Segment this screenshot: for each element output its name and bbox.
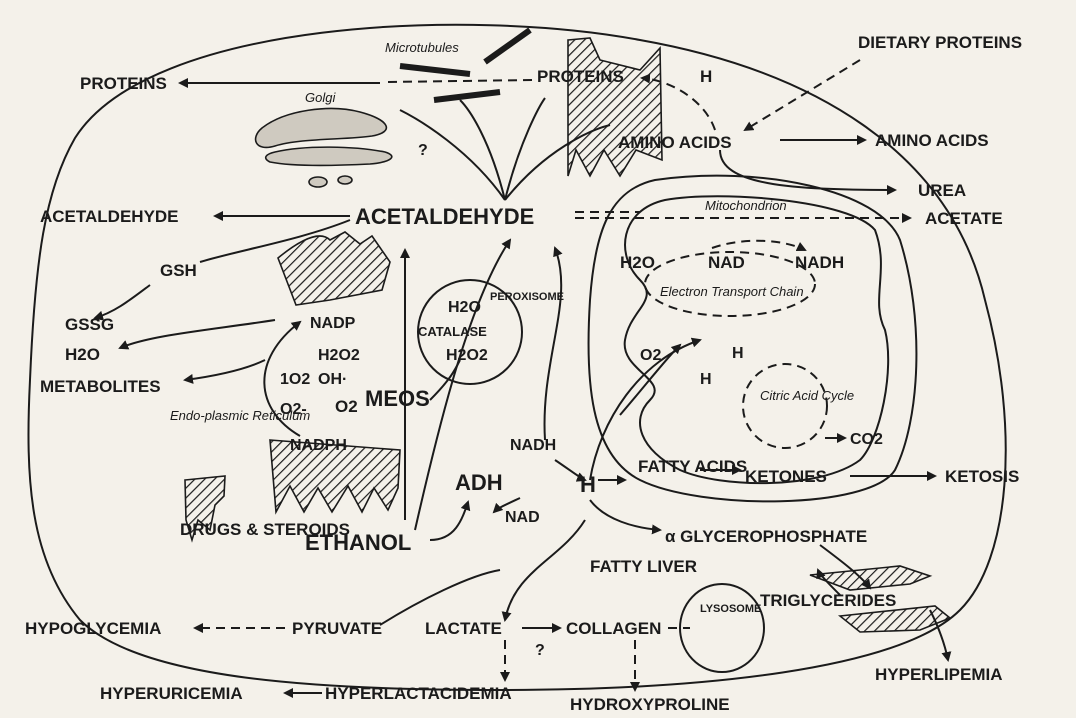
er-top xyxy=(568,38,662,176)
label-acetate: ACETATE xyxy=(925,209,1003,228)
label-o2-meos: O2 xyxy=(335,397,358,416)
arrow-dietary xyxy=(745,60,860,130)
label-acetaldehyde-out: ACETALDEHYDE xyxy=(40,207,179,226)
mitochondrion-inner xyxy=(625,196,889,483)
label-urea: UREA xyxy=(918,181,966,200)
arrow-h-lactate xyxy=(505,520,585,620)
label-proteins-in: PROTEINS xyxy=(537,67,624,86)
label-etc: Electron Transport Chain xyxy=(660,284,804,299)
label-o2-mito: O2 xyxy=(640,347,661,364)
label-amino-acids-out: AMINO ACIDS xyxy=(875,131,989,150)
label-microtubules: Microtubules xyxy=(385,40,459,55)
label-gsh: GSH xyxy=(160,261,197,280)
label-gssg: GSSG xyxy=(65,315,114,334)
dash-proteins-link xyxy=(388,80,532,82)
label-h2o2-perox: H2O2 xyxy=(446,347,488,364)
microtubule xyxy=(434,92,500,100)
arrow-ethanol-adh xyxy=(430,502,468,540)
er-rough-main xyxy=(278,232,390,305)
label-nadp: NADP xyxy=(310,315,356,332)
label-hyperlactacidemia: HYPERLACTACIDEMIA xyxy=(325,684,512,703)
arrow-urea xyxy=(720,150,895,190)
arrow-h2o-left xyxy=(120,320,275,348)
label-peroxisome: PEROXISOME xyxy=(490,291,564,303)
label-alpha-glycerophosphate: α GLYCEROPHOSPHATE xyxy=(665,527,867,546)
arrow-glycerophosphate xyxy=(590,500,660,530)
label-h2o-mito: H2O xyxy=(620,253,655,272)
mitochondrion-outer xyxy=(588,176,916,502)
label-h2o-left: H2O xyxy=(65,345,100,364)
label-catalase: CATALASE xyxy=(418,324,487,339)
label-h-mito2: H xyxy=(700,371,712,388)
label-fatty-acids: FATTY ACIDS xyxy=(638,457,747,476)
label-triglycerides: TRIGLYCERIDES xyxy=(760,591,896,610)
golgi-body xyxy=(256,109,387,148)
label-h2o-perox: H2O xyxy=(448,299,481,316)
label-question-lactate: ? xyxy=(535,642,545,659)
label-lysosome: LYSOSOME xyxy=(700,603,761,615)
label-metabolites: METABOLITES xyxy=(40,377,161,396)
label-citric-acid-cycle: Citric Acid Cycle xyxy=(760,388,854,403)
arrow-pyruvate-lactate xyxy=(380,570,500,625)
golgi-vesicle xyxy=(338,176,352,184)
label-hydroxyproline: HYDROXYPROLINE xyxy=(570,695,730,714)
label-co2: CO2 xyxy=(850,431,883,448)
label-h2o2-er: H2O2 xyxy=(318,347,360,364)
label-hypoglycemia: HYPOGLYCEMIA xyxy=(25,619,161,638)
arrow-nad-nadh-loop xyxy=(712,241,805,250)
golgi-cisterna-1 xyxy=(266,147,392,165)
label-golgi: Golgi xyxy=(305,90,336,105)
label-ethanol: ETHANOL xyxy=(305,530,411,555)
label-nad-adh: NAD xyxy=(505,509,540,526)
label-h-center: H xyxy=(580,472,596,497)
label-adh: ADH xyxy=(455,470,503,495)
label-nad-mito: NAD xyxy=(708,253,745,272)
label-question-golgi: ? xyxy=(418,142,428,159)
label-pyruvate: PYRUVATE xyxy=(292,619,382,638)
label-ketones: KETONES xyxy=(745,467,827,486)
label-fatty-liver: FATTY LIVER xyxy=(590,557,697,576)
lysosome-outline xyxy=(680,584,764,672)
arrow-adh-up xyxy=(545,248,562,440)
label-nadh-mito: NADH xyxy=(795,253,844,272)
label-mitochondrion: Mitochondrion xyxy=(705,198,787,213)
arrow-metabolites xyxy=(185,360,265,380)
label-meos: MEOS xyxy=(365,386,430,411)
label-hyperlipemia: HYPERLIPEMIA xyxy=(875,665,1003,684)
label-dietary-proteins: DIETARY PROTEINS xyxy=(858,33,1022,52)
label-collagen: COLLAGEN xyxy=(566,619,661,638)
label-nadph: NADPH xyxy=(290,437,347,454)
label-oh-radical: OH· xyxy=(318,371,347,388)
arrow-gsh-gssg xyxy=(95,285,150,318)
label-lactate: LACTATE xyxy=(425,619,502,638)
label-singlet-o2: 1O2 xyxy=(280,371,310,388)
label-h-mito1: H xyxy=(732,345,744,362)
microtubule xyxy=(400,66,470,74)
label-ketosis: KETOSIS xyxy=(945,467,1019,486)
golgi-vesicle xyxy=(309,177,327,187)
label-nadh-adh: NADH xyxy=(510,437,556,454)
label-h-top: H xyxy=(700,67,712,86)
label-er: Endo-plasmic Reticulum xyxy=(170,408,310,423)
arrow-peroxisome xyxy=(430,360,460,400)
label-acetaldehyde-main: ACETALDEHYDE xyxy=(355,204,534,229)
label-amino-acids-in: AMINO ACIDS xyxy=(618,133,732,152)
microtubule xyxy=(485,30,530,62)
label-hyperuricemia: HYPERURICEMIA xyxy=(100,684,243,703)
label-proteins-out: PROTEINS xyxy=(80,74,167,93)
citric-acid-cycle-loop xyxy=(743,364,827,448)
